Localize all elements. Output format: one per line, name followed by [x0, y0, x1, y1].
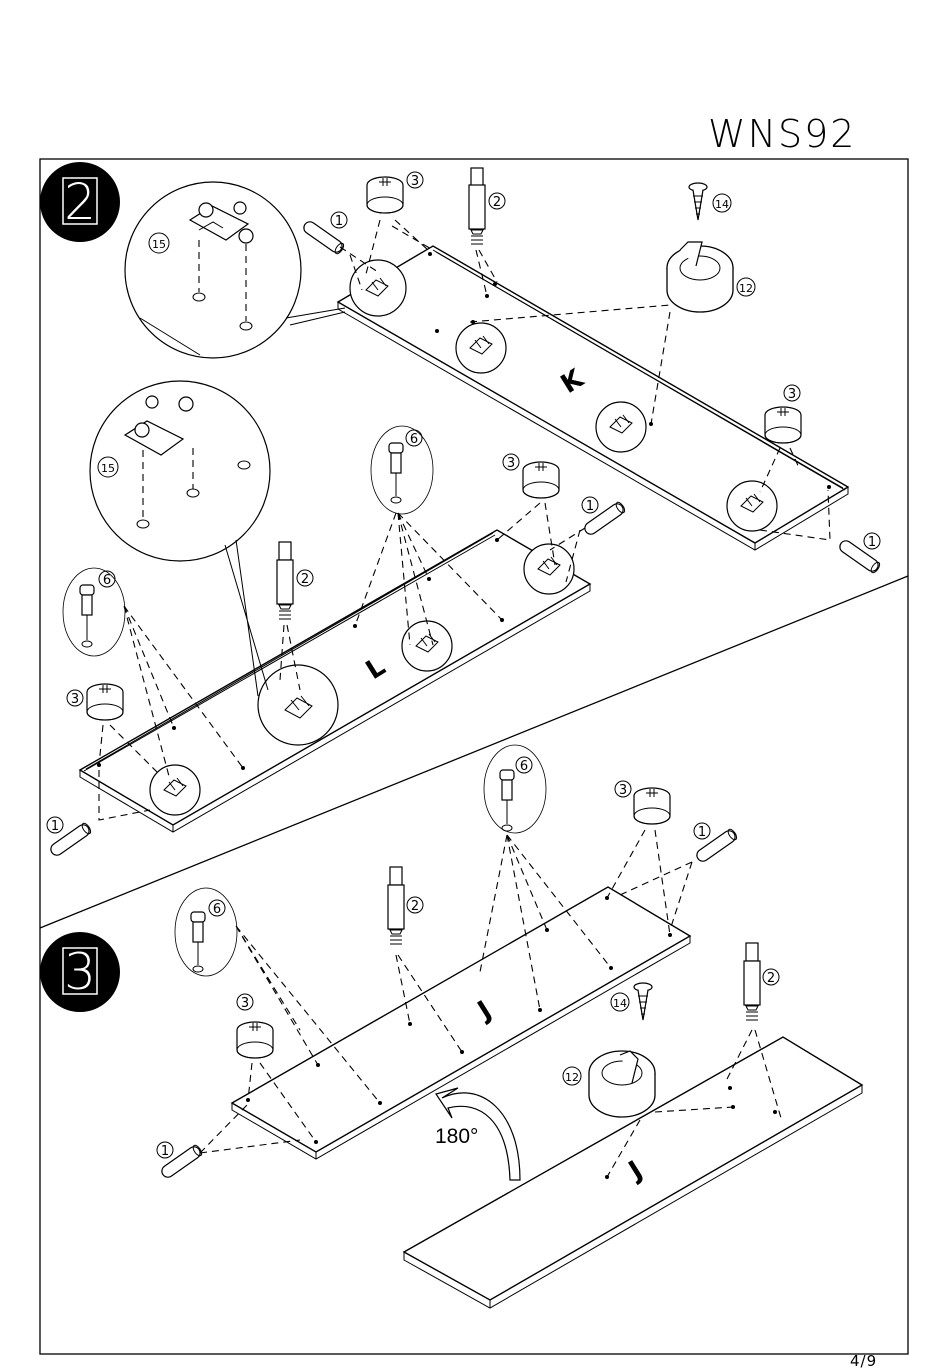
- clip-part-12-j: [589, 1051, 655, 1117]
- hinge-plate-detail-l2: [258, 665, 338, 745]
- part-3-callout: 3: [411, 174, 419, 189]
- hinge-plate-detail-k4: [727, 481, 777, 531]
- part-1-callout-l2: 1: [51, 819, 59, 834]
- bolt-part-2-l: [277, 542, 293, 619]
- part-6-callout: 6: [410, 432, 418, 447]
- rotation-label: 180°: [435, 1125, 478, 1148]
- step-3-marker: 3: [40, 932, 120, 1012]
- peg-part-6-j-top: [484, 745, 546, 833]
- cam-lock-part-3-l-left: [87, 684, 123, 720]
- part-1-callout-j2: 1: [161, 1144, 169, 1159]
- hinge-plate-detail-l3: [402, 621, 452, 671]
- part-14-callout: 14: [715, 198, 729, 211]
- part-15-callout-l: 15: [101, 462, 115, 475]
- part-6-callout-j: 6: [520, 759, 528, 774]
- part-2-callout: 2: [493, 195, 501, 210]
- part-15-callout: 15: [152, 238, 166, 251]
- peg-part-6-l-left: [63, 568, 125, 656]
- part-12-callout: 12: [739, 282, 753, 295]
- bolt-part-2-j-lower: [744, 943, 760, 1020]
- part-3-callout-k2: 3: [788, 387, 796, 402]
- hinge-zoom-detail-l: [90, 381, 270, 696]
- part-1-callout-j: 1: [698, 825, 706, 840]
- part-14-callout-j: 14: [613, 997, 627, 1010]
- part-1-callout-k2: 1: [868, 535, 876, 550]
- part-2-callout-j2: 2: [767, 971, 775, 986]
- cam-lock-part-3-k-right: [765, 407, 801, 443]
- part-1-callout: 1: [335, 214, 343, 229]
- step-3-number: 3: [64, 943, 96, 1001]
- part-3-callout-l: 3: [507, 456, 515, 471]
- hinge-plate-detail-k3: [596, 402, 646, 452]
- hinge-plate-detail-l4: [524, 544, 574, 594]
- part-6-callout-l: 6: [103, 573, 111, 588]
- part-1-callout-l: 1: [586, 499, 594, 514]
- step-2-number: 2: [64, 173, 96, 231]
- cam-lock-part-3-k-top: [367, 177, 403, 213]
- bolt-part-2-k: [469, 168, 485, 244]
- part-3-callout-j: 3: [619, 783, 627, 798]
- peg-part-6-j-left: [175, 888, 237, 976]
- step-2-marker: 2: [40, 162, 120, 242]
- hinge-zoom-detail-top: [125, 182, 345, 358]
- cam-lock-part-3-j-top: [634, 788, 670, 824]
- part-2-callout-l: 2: [301, 572, 309, 587]
- hinge-plate-detail-k1: [350, 260, 406, 316]
- screw-part-14-j: [634, 983, 652, 1020]
- hinge-plate-detail-k2: [456, 323, 506, 373]
- part-3-callout-j2: 3: [241, 996, 249, 1011]
- cam-lock-part-3-j-left: [237, 1022, 273, 1058]
- cam-lock-part-3-l-top: [523, 462, 559, 498]
- part-2-callout-j: 2: [411, 899, 419, 914]
- part-12-callout-j: 12: [565, 1071, 579, 1084]
- part-3-callout-l2: 3: [71, 692, 79, 707]
- hinge-plate-detail-l1: [150, 765, 200, 815]
- peg-part-6-l-top: [371, 426, 433, 514]
- screw-part-14-k: [689, 183, 707, 220]
- clip-part-12-k: [667, 242, 733, 312]
- board-j-upper-panel: [232, 887, 690, 1159]
- part-6-callout-j2: 6: [213, 902, 221, 917]
- bolt-part-2-j: [388, 867, 404, 944]
